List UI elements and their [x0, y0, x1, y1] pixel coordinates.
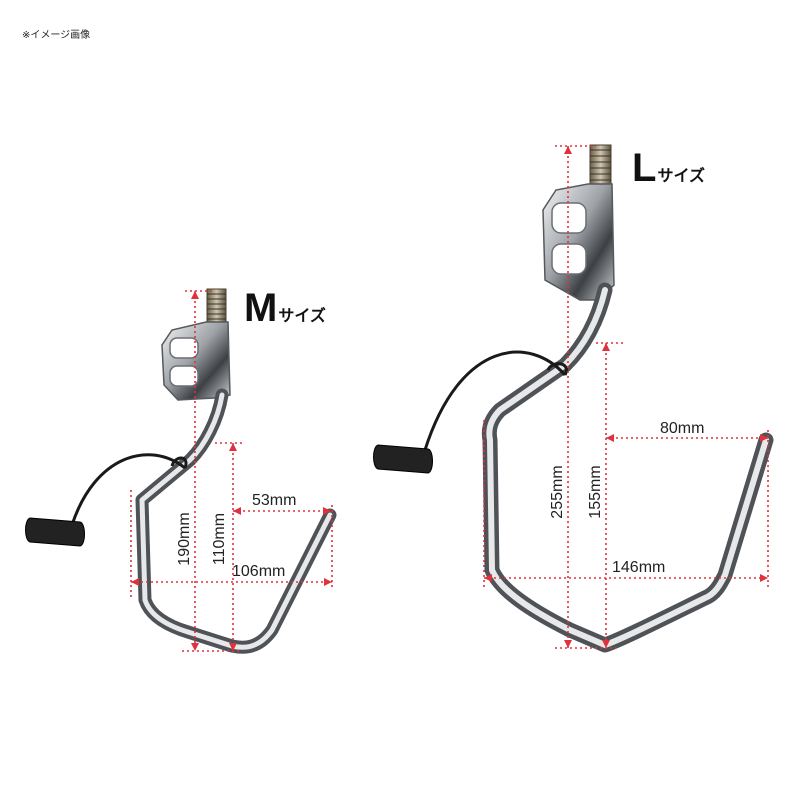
m-grip: [25, 517, 85, 547]
l-gap-label: 80mm: [660, 420, 705, 437]
m-handle-window-top: [169, 337, 199, 359]
m-width-label: 106mm: [232, 563, 286, 580]
l-cord: [423, 350, 567, 451]
l-hook-body: [481, 282, 774, 653]
l-hook-height-label: 155mm: [587, 465, 604, 519]
l-width-label: 146mm: [612, 559, 666, 576]
m-hook: [25, 288, 337, 654]
m-size-letter: M: [244, 286, 277, 330]
m-handle-window-bottom: [169, 365, 199, 387]
m-hook-body: [135, 388, 337, 654]
m-gap-label: 53mm: [252, 492, 297, 509]
m-handle: [161, 321, 231, 401]
l-handle-window-bottom: [551, 243, 587, 275]
l-handle: [542, 183, 615, 301]
image-note: ※イメージ画像: [22, 30, 91, 41]
l-thread: [589, 144, 612, 186]
m-size-suffix: サイズ: [278, 308, 326, 325]
l-total-height-label: 255mm: [549, 465, 566, 519]
m-dimension-lines: [130, 290, 333, 652]
m-hook-height-label: 110mm: [211, 512, 228, 566]
l-size-letter: L: [632, 146, 656, 190]
l-handle-window-top: [551, 202, 587, 234]
l-hook: [373, 144, 774, 653]
m-total-height-label: 190mm: [176, 512, 193, 566]
l-size-suffix: サイズ: [657, 168, 705, 185]
l-dimension-lines: [483, 145, 769, 649]
l-grip: [373, 444, 433, 474]
m-cord: [70, 453, 186, 526]
